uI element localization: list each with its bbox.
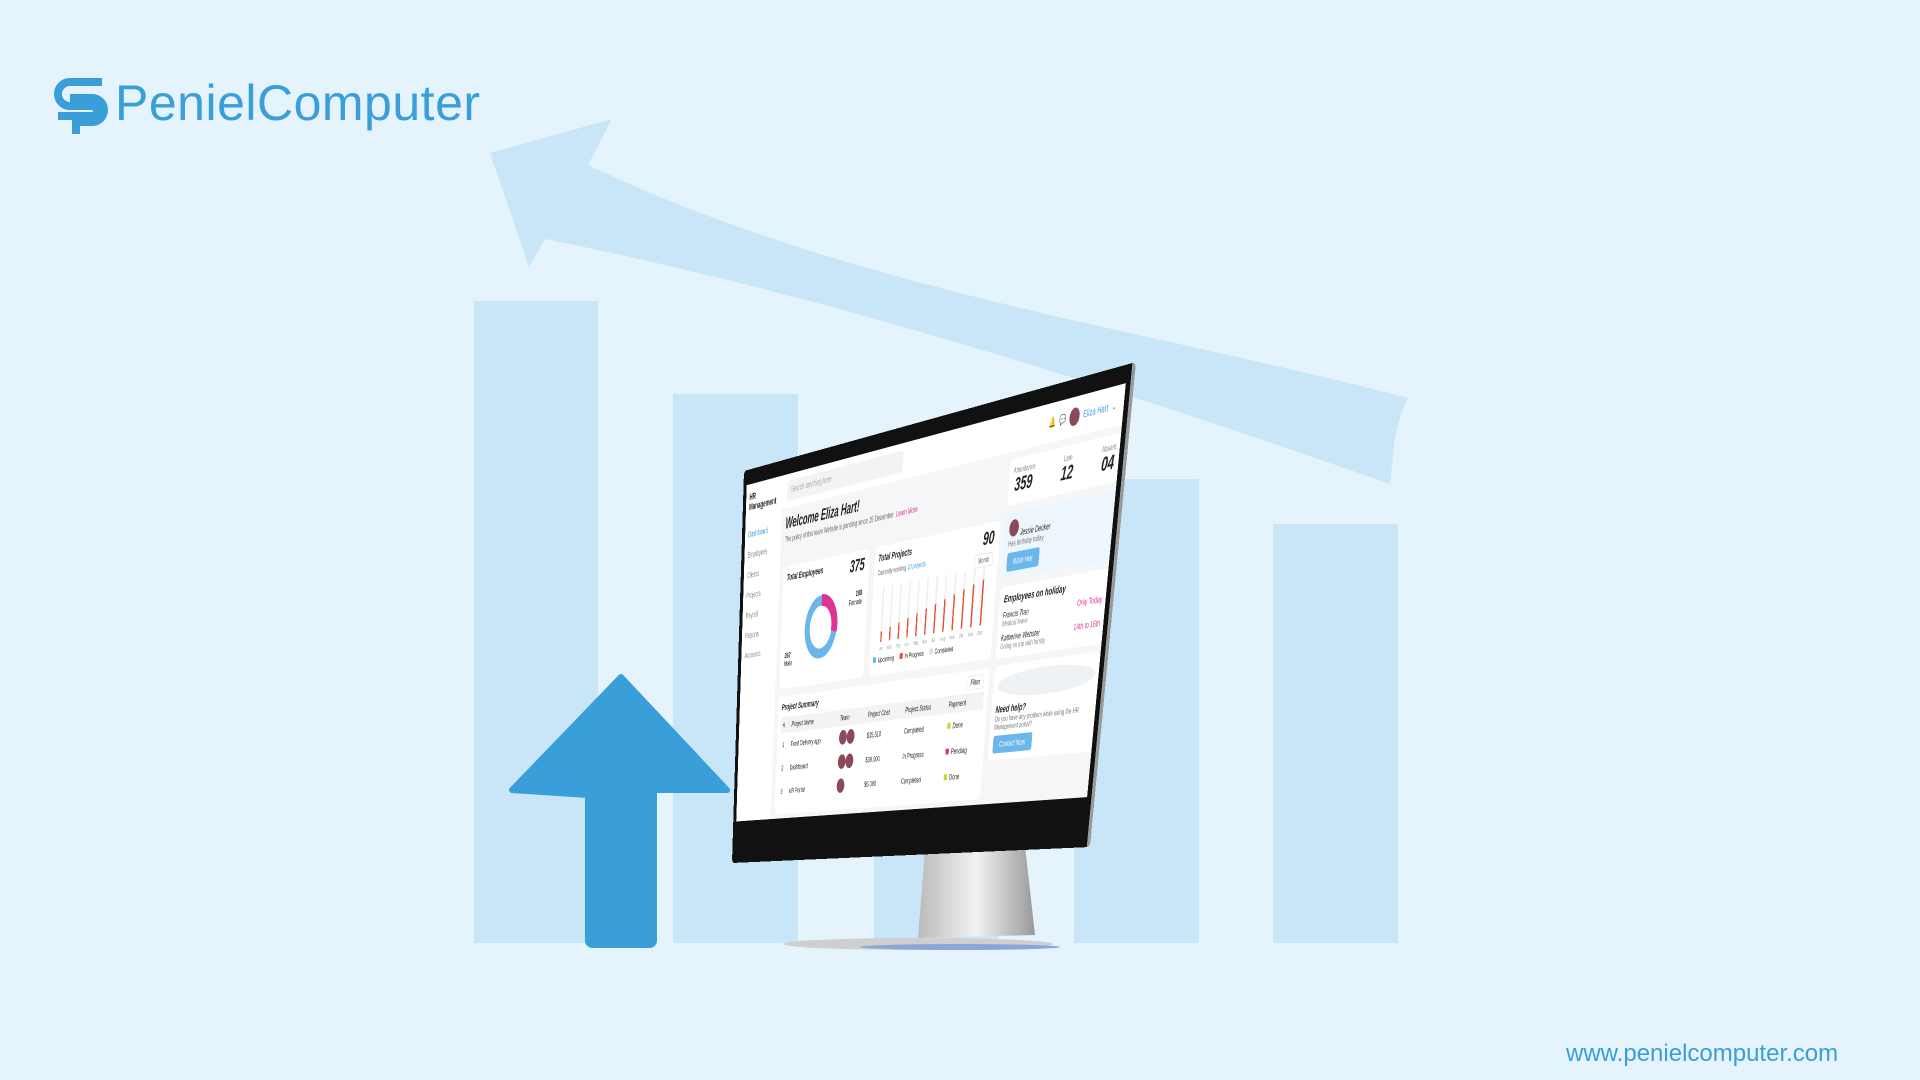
month-label: Apr: [904, 641, 909, 648]
total-projects-card: Total Projects 90 Currently working 10 p…: [868, 520, 1001, 677]
sp-monogram-icon: [54, 78, 108, 134]
website-url[interactable]: www.penielcomputer.com: [1566, 1040, 1839, 1067]
month-label: Oct: [958, 632, 964, 639]
hr-dashboard-screen: HR Management Dashboard Employees Client…: [736, 383, 1126, 822]
month-label: May: [913, 639, 919, 646]
month-label: Feb: [887, 643, 893, 650]
month-label: Aug: [940, 635, 946, 642]
background-bar: [1273, 524, 1398, 943]
month-label: Mar: [895, 642, 901, 649]
month-label: Jun: [922, 638, 927, 645]
month-label: Jul: [931, 637, 935, 644]
month-label: Dec: [977, 629, 983, 636]
background-bar: [474, 301, 598, 943]
up-arrow-icon: [509, 674, 730, 948]
month-label: Nov: [968, 630, 974, 638]
month-label: Jan: [878, 645, 883, 652]
brand-name: PenielComputer: [115, 75, 481, 131]
month-label: Sep: [949, 633, 955, 640]
monitor: HR Management Dashboard Employees Client…: [731, 362, 1137, 864]
